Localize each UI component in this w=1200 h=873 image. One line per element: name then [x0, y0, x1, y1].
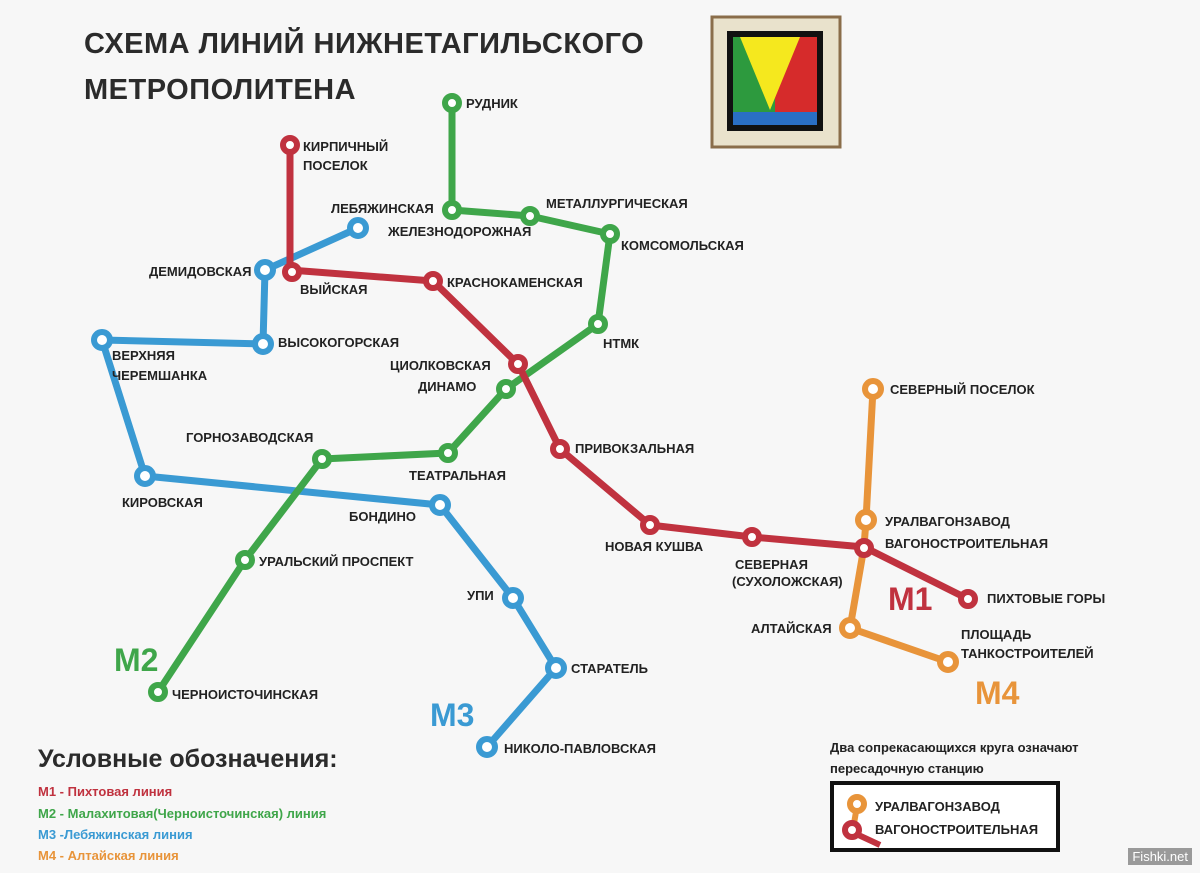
label-ploshchad-1: ПЛОЩАДЬ	[961, 627, 1031, 642]
station-zheleznodorozhnaya[interactable]	[442, 200, 462, 220]
legend-item-m2: M2 - Малахитовая(Черноисточинская) линия	[38, 806, 327, 821]
station-kirovskaya[interactable]	[134, 465, 156, 487]
watermark: Fishki.net	[1128, 848, 1192, 865]
station-lebyazhinskaya[interactable]	[347, 217, 369, 239]
station-komsomolskaya[interactable]	[600, 224, 620, 244]
example-top-label: УРАЛВАГОНЗАВОД	[875, 799, 1001, 814]
station-rudnik[interactable]	[442, 93, 462, 113]
station-verkhnyaya-cheremshanka[interactable]	[91, 329, 113, 351]
label-severnaya-2: (СУХОЛОЖСКАЯ)	[732, 574, 843, 589]
station-uralsky-prospekt[interactable]	[235, 550, 255, 570]
station-demidovskaya[interactable]	[254, 259, 276, 281]
legend-item-m1: M1 - Пихтовая линия	[38, 784, 173, 799]
label-vyiskaya: ВЫЙСКАЯ	[300, 282, 368, 297]
label-ntmk: НТМК	[603, 336, 639, 351]
station-novaya-kushva[interactable]	[640, 515, 660, 535]
line-label-m4: M4	[975, 675, 1020, 711]
label-verkhnyaya-1: ВЕРХНЯЯ	[112, 348, 175, 363]
station-staratel[interactable]	[545, 657, 567, 679]
station-tsiolkovskaya[interactable]	[508, 354, 528, 374]
map-title-line-2: МЕТРОПОЛИТЕНА	[84, 74, 357, 106]
label-kirovskaya: КИРОВСКАЯ	[122, 495, 203, 510]
label-upi: УПИ	[467, 588, 494, 603]
map-title-line-1: СХЕМА ЛИНИЙ НИЖНЕТАГИЛЬСКОГО	[84, 28, 645, 60]
label-staratel: СТАРАТЕЛЬ	[571, 661, 648, 676]
station-upi[interactable]	[502, 587, 524, 609]
label-verkhnyaya-2: ЧЕРЕМШАНКА	[112, 368, 208, 383]
station-nikolo-pavlovskaya[interactable]	[476, 736, 498, 758]
station-severny-poselok[interactable]	[862, 378, 884, 400]
label-kirpichny-1: КИРПИЧНЫЙ	[303, 139, 388, 154]
station-ntmk[interactable]	[588, 314, 608, 334]
label-tsiolkovskaya: ЦИОЛКОВСКАЯ	[390, 358, 491, 373]
label-nikolo-pavlovskaya: НИКОЛО-ПАВЛОВСКАЯ	[504, 741, 656, 756]
example-bottom-label: ВАГОНОСТРОИТЕЛЬНАЯ	[875, 822, 1038, 837]
city-logo	[710, 15, 842, 149]
line-label-m3: M3	[430, 697, 474, 733]
line-label-m1: M1	[888, 581, 932, 617]
stations-m4	[839, 378, 959, 673]
station-privokzalnaya[interactable]	[550, 439, 570, 459]
station-uralvagonzavod[interactable]	[855, 509, 877, 531]
station-pikhtovye-gory[interactable]	[958, 589, 978, 609]
station-krasnokamenskaya[interactable]	[423, 271, 443, 291]
stations-m3	[91, 217, 567, 758]
transfer-note-line-1: Два сопрекасающихся круга означают	[830, 740, 1079, 755]
label-gornozavodskaya: ГОРНОЗАВОДСКАЯ	[186, 430, 313, 445]
transfer-example: УРАЛВАГОНЗАВОД ВАГОНОСТРОИТЕЛЬНАЯ	[830, 781, 1060, 852]
station-bondino[interactable]	[429, 494, 451, 516]
station-vyiskaya[interactable]	[282, 262, 302, 282]
station-gornozavodskaya[interactable]	[312, 449, 332, 469]
stations-m2	[148, 93, 620, 702]
label-altaiskaya: АЛТАЙСКАЯ	[751, 621, 832, 636]
transfer-note-line-2: пересадочную станцию	[830, 761, 984, 776]
station-severnaya[interactable]	[742, 527, 762, 547]
legend-item-m4: M4 - Алтайская линия	[38, 848, 179, 863]
label-kirpichny-2: ПОСЕЛОК	[303, 158, 368, 173]
label-lebyazhinskaya: ЛЕБЯЖИНСКАЯ	[331, 201, 434, 216]
label-vagonostroitelnaya: ВАГОНОСТРОИТЕЛЬНАЯ	[885, 536, 1048, 551]
station-metallurgicheskaya[interactable]	[520, 206, 540, 226]
label-vysokogorskaya: ВЫСОКОГОРСКАЯ	[278, 335, 399, 350]
station-ploshchad-tankostroiteley[interactable]	[937, 651, 959, 673]
label-severny-poselok: СЕВЕРНЫЙ ПОСЕЛОК	[890, 382, 1035, 397]
station-chernoistochinskaya[interactable]	[148, 682, 168, 702]
label-novaya-kushva: НОВАЯ КУШВА	[605, 539, 704, 554]
station-vysokogorskaya[interactable]	[252, 333, 274, 355]
station-dinamo[interactable]	[496, 379, 516, 399]
label-uralvagonzavod: УРАЛВАГОНЗАВОД	[885, 514, 1011, 529]
label-ploshchad-2: ТАНКОСТРОИТЕЛЕЙ	[961, 646, 1094, 661]
station-teatralnaya[interactable]	[438, 443, 458, 463]
station-kirpichny-poselok[interactable]	[280, 135, 300, 155]
label-komsomolskaya: КОМСОМОЛЬСКАЯ	[621, 238, 744, 253]
station-altaiskaya[interactable]	[839, 617, 861, 639]
label-privokzalnaya: ПРИВОКЗАЛЬНАЯ	[575, 441, 694, 456]
label-demidovskaya: ДЕМИДОВСКАЯ	[149, 264, 251, 279]
label-metallurgicheskaya: МЕТАЛЛУРГИЧЕСКАЯ	[546, 196, 688, 211]
label-severnaya-1: СЕВЕРНАЯ	[735, 557, 808, 572]
label-chernoistochinskaya: ЧЕРНОИСТОЧИНСКАЯ	[172, 687, 318, 702]
station-labels: РУДНИК КИРПИЧНЫЙ ПОСЕЛОК ЛЕБЯЖИНСКАЯ ЖЕЛ…	[112, 96, 1105, 756]
label-pikhtovye-gory: ПИХТОВЫЕ ГОРЫ	[987, 591, 1105, 606]
station-vagonostroitelnaya[interactable]	[854, 538, 874, 558]
label-teatralnaya: ТЕАТРАЛЬНАЯ	[409, 468, 506, 483]
line-label-m2: M2	[114, 642, 158, 678]
label-dinamo: ДИНАМО	[418, 379, 476, 394]
label-zheleznodorozhnaya: ЖЕЛЕЗНОДОРОЖНАЯ	[387, 224, 531, 239]
stations-m1	[280, 135, 978, 609]
line-m2	[154, 99, 614, 696]
legend-item-m3: M3 -Лебяжинская линия	[38, 827, 193, 842]
label-uralsky-prospekt: УРАЛЬСКИЙ ПРОСПЕКТ	[259, 554, 414, 569]
label-rudnik: РУДНИК	[466, 96, 518, 111]
label-bondino: БОНДИНО	[349, 509, 416, 524]
legend-title: Условные обозначения:	[38, 745, 338, 773]
label-krasnokamenskaya: КРАСНОКАМЕНСКАЯ	[447, 275, 583, 290]
